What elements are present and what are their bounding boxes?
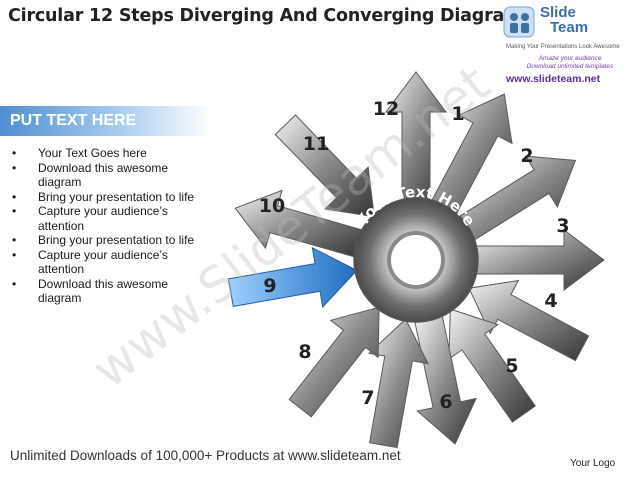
step-arrow-7: [368, 318, 430, 449]
step-label-2: 2: [520, 145, 533, 167]
bullet-item: Download this awesome diagram: [6, 277, 202, 306]
step-label-1: 1: [451, 103, 464, 125]
step-arrow-12: [385, 71, 447, 201]
brand-url[interactable]: www.slideteam.net: [506, 73, 601, 85]
step-arrow-1: [431, 93, 513, 215]
step-arrow-11: [274, 114, 375, 218]
step-arrow-9: [227, 246, 358, 308]
brand-logo: Slide Team Making Your Presentations Loo…: [500, 3, 636, 91]
brand-name: Slide Team: [540, 4, 589, 36]
bullet-item: Bring your presentation to life: [6, 233, 202, 248]
put-text-heading: PUT TEXT HERE: [10, 112, 137, 129]
step-label-4: 4: [544, 290, 557, 312]
step-label-9: 9: [263, 275, 276, 297]
step-arrow-5: [448, 308, 536, 423]
bullet-item: Download this awesome diagram: [6, 161, 202, 190]
step-arrow-6: [414, 315, 477, 445]
footer-text: Unlimited Downloads of 100,000+ Products…: [10, 448, 401, 463]
step-label-8: 8: [298, 341, 311, 363]
step-label-6: 6: [439, 391, 452, 413]
arrow-group: [227, 71, 605, 449]
step-label-7: 7: [361, 387, 374, 409]
bullet-item: Your Text Goes here: [6, 146, 202, 161]
step-arrow-8: [288, 306, 380, 418]
center-hole: [387, 231, 445, 289]
step-arrow-4: [468, 279, 590, 362]
bullet-list: Your Text Goes here Download this awesom…: [6, 146, 202, 306]
page-title: Circular 12 Steps Diverging And Convergi…: [8, 6, 523, 26]
step-label-3: 3: [556, 215, 569, 237]
step-label-5: 5: [505, 355, 518, 377]
brand-tagline: Making Your Presentations Look Awesome: [506, 44, 620, 50]
your-logo-placeholder: Your Logo: [570, 458, 616, 469]
step-label-10: 10: [259, 195, 285, 217]
step-arrow-2: [458, 155, 577, 241]
step-label-12: 12: [373, 98, 399, 120]
bullet-item: Capture your audience’s attention: [6, 204, 202, 233]
bullet-item: Bring your presentation to life: [6, 190, 202, 205]
step-arrow-10: [234, 189, 363, 258]
step-arrow-3: [475, 229, 605, 291]
brand-promo: Amaze your audience Download unlimited t…: [526, 55, 614, 70]
slideteam-logo-icon: [503, 6, 535, 38]
bullet-item: Capture your audience’s attention: [6, 248, 202, 277]
put-text-banner: PUT TEXT HERE: [0, 106, 212, 136]
step-label-11: 11: [303, 133, 329, 155]
